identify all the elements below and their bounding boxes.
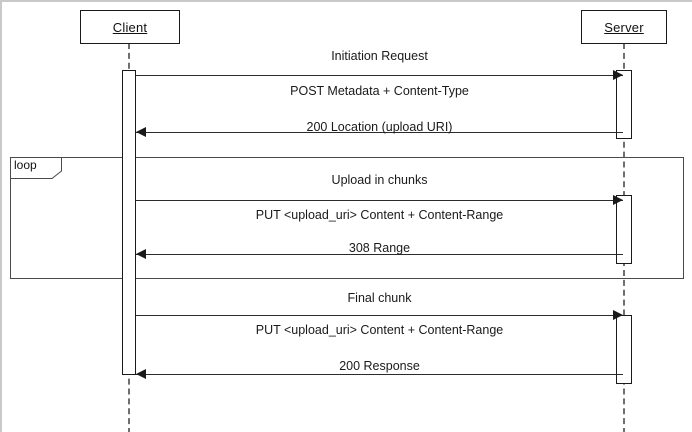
message-line-m2	[136, 132, 623, 133]
message-line-m5	[136, 315, 623, 316]
participant-client[interactable]: Client	[80, 10, 180, 44]
message-label-m6: 200 Response	[339, 359, 420, 373]
group-heading-initiation: Initiation Request	[331, 49, 428, 63]
message-label-m5: PUT <upload_uri> Content + Content-Range	[255, 323, 504, 337]
arrow-head-m2	[136, 127, 146, 137]
message-line-m4	[136, 254, 623, 255]
message-line-m3	[136, 200, 623, 201]
group-heading-chunks: Upload in chunks	[331, 173, 428, 187]
participant-server-label: Server	[604, 19, 644, 35]
loop-fragment-operator: loop	[14, 158, 37, 172]
arrow-head-m6	[136, 369, 146, 379]
message-label-m3: PUT <upload_uri> Content + Content-Range	[255, 208, 504, 222]
arrow-head-m5	[613, 310, 623, 320]
message-line-m1	[136, 75, 623, 76]
loop-fragment-box[interactable]	[10, 157, 684, 279]
group-heading-final: Final chunk	[347, 291, 412, 305]
message-line-m6	[136, 374, 623, 375]
activation-client	[122, 70, 136, 375]
activation-server-final	[616, 315, 632, 384]
arrow-head-m1	[613, 70, 623, 80]
loop-fragment-tab: loop	[10, 157, 62, 179]
participant-server[interactable]: Server	[581, 10, 667, 44]
activation-server-initiation	[616, 70, 632, 139]
fragment-tab-shape	[10, 157, 62, 179]
message-label-m1: POST Metadata + Content-Type	[290, 84, 469, 98]
message-label-m2: 200 Location (upload URI)	[306, 120, 453, 134]
activation-server-chunk	[616, 195, 632, 264]
participant-client-label: Client	[112, 19, 148, 35]
arrow-head-m3	[613, 195, 623, 205]
arrow-head-m4	[136, 249, 146, 259]
message-label-m4: 308 Range	[348, 241, 411, 255]
